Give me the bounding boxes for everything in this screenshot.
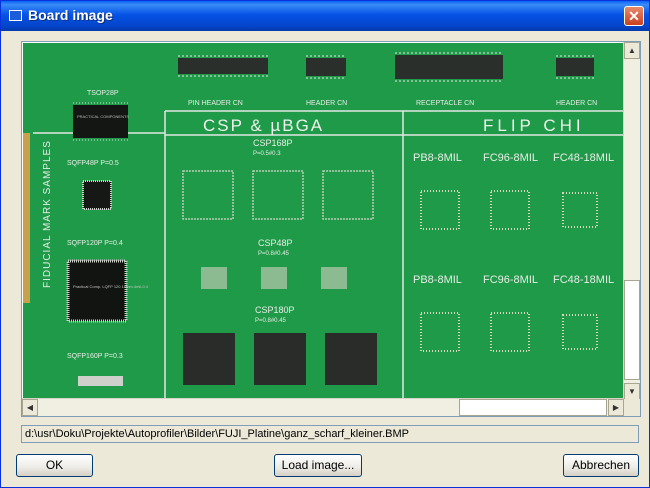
flip-label-5: FC96-8MIL [483, 274, 538, 286]
csp48-label: CSP48P [258, 238, 293, 248]
scroll-corner [624, 399, 640, 416]
csp168-pitch: P=0.5#0.3 [253, 151, 281, 157]
vertical-scroll-thumb[interactable] [624, 280, 640, 380]
label-pin-header: PIN HEADER CN [188, 100, 243, 107]
label-header-2: HEADER CN [556, 100, 597, 107]
label-tsop: TSOP28P [87, 90, 119, 97]
horizontal-scroll-thumb[interactable] [459, 399, 607, 416]
arrow-down-icon: ▼ [628, 387, 636, 396]
window-title: Board image [28, 7, 113, 23]
flip-label-3: FC48-18MIL [553, 152, 614, 164]
horizontal-scrollbar[interactable]: ◀ ▶ [22, 398, 624, 416]
csp180-label: CSP180P [255, 305, 295, 315]
vertical-scrollbar[interactable]: ▲ ▼ [623, 42, 640, 400]
label-sqfp48: SQFP48P P=0.5 [67, 160, 119, 167]
close-button[interactable]: ✕ [624, 6, 644, 26]
load-image-button[interactable]: Load image... [274, 454, 362, 477]
window-icon [9, 10, 22, 21]
csp180-pitch: P=0.8#0.45 [255, 318, 287, 324]
csp48-pitch: P=0.8#0.45 [258, 251, 290, 257]
flip-label-6: FC48-18MIL [553, 274, 614, 286]
arrow-up-icon: ▲ [628, 46, 636, 55]
flip-label-4: PB8-8MIL [413, 274, 462, 286]
flip-label-1: PB8-8MIL [413, 152, 462, 164]
scroll-up-button[interactable]: ▲ [624, 42, 640, 59]
arrow-left-icon: ◀ [26, 403, 34, 412]
qfp-chip-text: Practical Comp. LQFP 120 14mm.4mil-0.4 [73, 284, 149, 289]
label-receptacle: RECEPTACLE CN [416, 100, 474, 107]
scroll-down-button[interactable]: ▼ [624, 383, 640, 400]
label-sqfp120: SQFP120P P=0.4 [67, 240, 123, 247]
label-header-1: HEADER CN [306, 100, 347, 107]
section-flip-title: FLIP CHI [483, 116, 585, 135]
scroll-left-button[interactable]: ◀ [22, 399, 38, 416]
csp168-label: CSP168P [253, 138, 293, 148]
flip-label-2: FC96-8MIL [483, 152, 538, 164]
scroll-right-button[interactable]: ▶ [608, 399, 624, 416]
arrow-right-icon: ▶ [612, 403, 620, 412]
ok-button[interactable]: OK [16, 454, 93, 477]
section-csp-title: CSP & µBGA [203, 116, 324, 135]
title-bar: Board image ✕ [1, 1, 649, 31]
close-icon: ✕ [628, 8, 640, 24]
board-image: PIN HEADER CN HEADER CN RECEPTACLE CN HE… [23, 43, 625, 400]
image-viewer[interactable]: PIN HEADER CN HEADER CN RECEPTACLE CN HE… [21, 41, 641, 417]
tsop-chip-text: PRACTICAL COMPONENTS [77, 114, 129, 119]
label-sqfp160: SQFP160P P=0.3 [67, 353, 123, 360]
cancel-button[interactable]: Abbrechen [563, 454, 639, 477]
file-path-field: d:\usr\Doku\Projekte\Autoprofiler\Bilder… [21, 425, 639, 443]
side-label: FIDUCIAL MARK SAMPLES [42, 140, 53, 288]
board-photo: PIN HEADER CN HEADER CN RECEPTACLE CN HE… [23, 43, 625, 400]
